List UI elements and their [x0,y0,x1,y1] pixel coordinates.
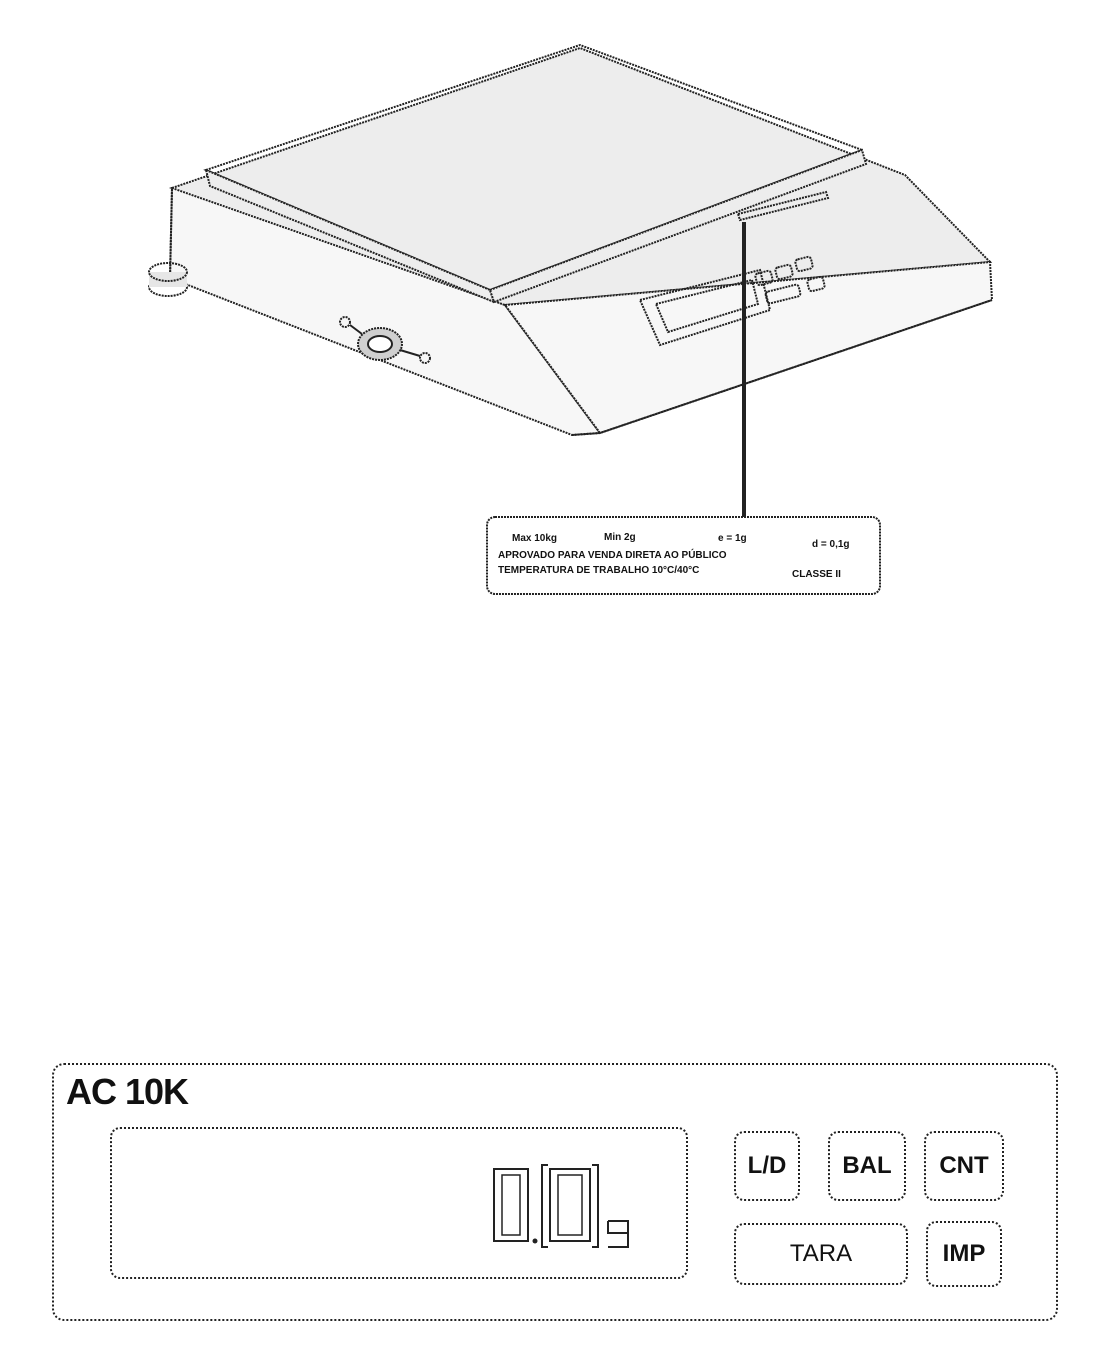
display-digit-outer-2 [549,1168,591,1242]
display-digit-bracket-left [541,1164,548,1248]
scale-display-inner [654,278,760,334]
weighing-platform-edge [204,168,496,304]
ld-button[interactable]: L/D [734,1131,800,1201]
display-digit-inner [501,1174,521,1236]
display-digit-bracket-right [592,1164,599,1248]
plate-temperature: TEMPERATURA DE TRABALHO 10°C/40°C [498,565,699,576]
plate-min: Min 2g [604,532,636,543]
weighing-platform-side [488,148,868,304]
scale-front-face [503,260,994,435]
scale-base-edge [571,299,993,436]
scale-display-window [638,268,772,347]
display-digit-inner-2 [557,1174,583,1236]
model-name: AC 10K [66,1071,189,1112]
imp-button[interactable]: IMP [926,1221,1002,1287]
plate-e: e = 1g [718,533,747,544]
scale-foot [148,262,188,297]
scale-illustration: Max 10kg Min 2g e = 1g d = 0,1g APROVADO… [148,43,994,595]
label-strip [736,190,830,222]
data-plate: Max 10kg Min 2g e = 1g d = 0,1g APROVADO… [486,516,881,595]
plate-d: d = 0,1g [812,539,850,550]
tara-button[interactable]: TARA [734,1223,908,1285]
plate-max: Max 10kg [512,533,557,544]
plate-class: CLASSE II [792,569,841,580]
weight-display [110,1127,688,1279]
plate-approval: APROVADO PARA VENDA DIRETA AO PÚBLICO [498,548,727,561]
cnt-button[interactable]: CNT [924,1131,1004,1201]
level-bubble-icon [339,316,431,364]
display-unit-g [607,1220,629,1248]
scale-top-rim [168,46,993,307]
display-digit-outer [493,1168,529,1242]
scale-keypad [754,255,826,305]
display-decimal-point [532,1238,538,1244]
front-panel: AC 10K L/D BAL CNT TARA IMP [52,1063,1058,1321]
bal-button[interactable]: BAL [828,1131,906,1201]
display-digits [493,1164,629,1248]
